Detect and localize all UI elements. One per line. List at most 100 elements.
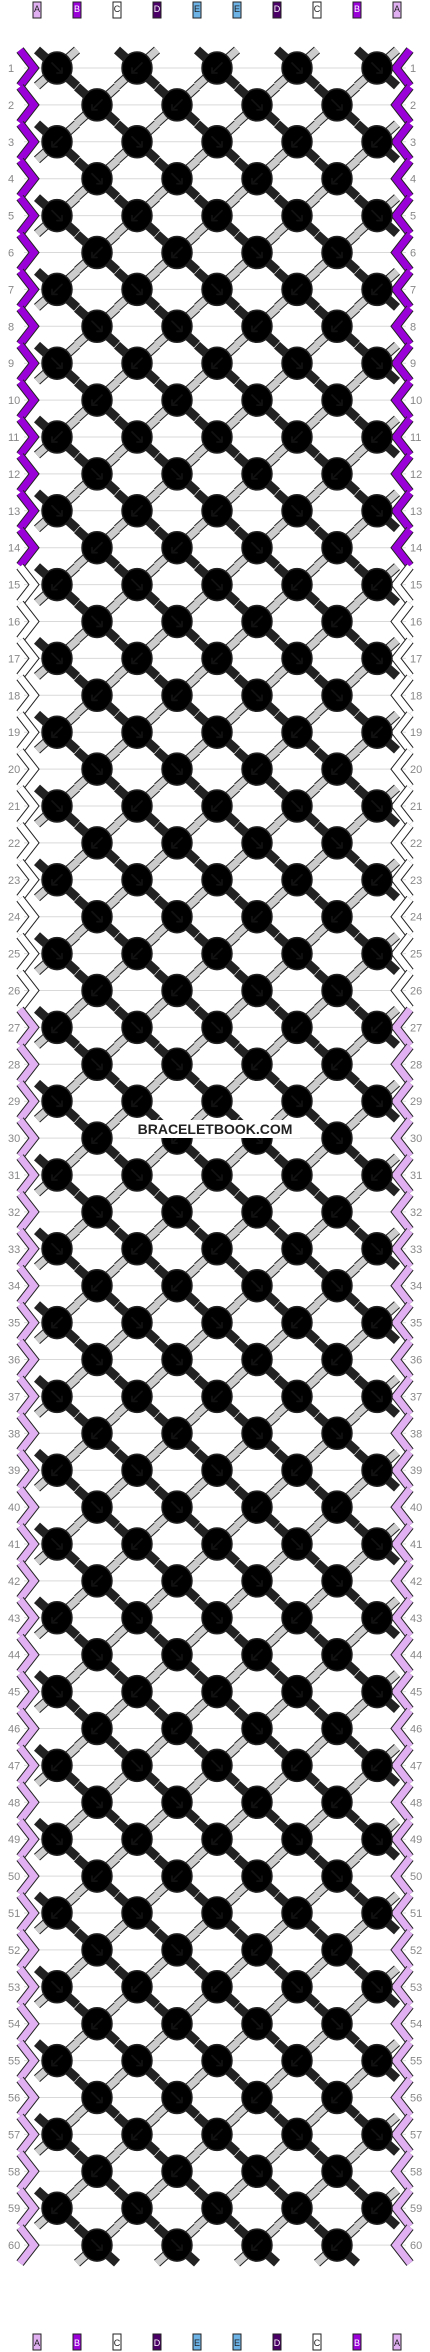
edge-thread-right [391,527,413,568]
arrow-down-right-icon [331,1132,343,1144]
row-number-right: 59 [410,2203,422,2215]
row-number-left: 41 [8,1539,20,1551]
arrow-down-right-icon [291,1685,303,1698]
arrow-down-left-icon [291,1759,303,1772]
arrow-down-left-icon [131,209,143,222]
row-number-right: 37 [410,1391,422,1403]
strand-tab [312,1,322,19]
arrow-down-right-icon [51,800,63,812]
arrow-down-right-icon [171,172,183,185]
row-number-left: 3 [8,137,14,149]
arrow-down-left-icon [91,1427,103,1440]
watermark-background [130,1120,300,1138]
arrow-down-right-icon [291,1390,303,1403]
edge-thread-left [17,1745,39,1786]
arrow-down-right-icon [51,357,63,370]
arrow-down-right-icon [131,726,143,739]
edge-thread-left [17,158,39,199]
edge-thread-left [17,2114,39,2155]
row-number-right: 11 [410,432,421,444]
row-number-left: 24 [8,912,20,924]
arrow-down-right-icon [291,357,303,370]
watermark-group: BRACELETBOOK.COM [130,1120,300,1138]
arrow-down-left-icon [211,1980,223,1993]
arrow-down-right-icon [291,209,303,222]
edge-thread-right [391,490,413,531]
arrow-down-left-icon [331,320,343,333]
row-number-left: 20 [8,764,20,776]
arrow-down-right-icon [331,689,343,702]
arrow-down-right-icon [251,1722,263,1735]
arrow-down-left-icon [131,1242,143,1255]
edge-thread-left [17,1560,39,1602]
arrow-down-left-icon [171,984,183,997]
edge-thread-left [17,1339,39,1380]
row-number-right: 17 [410,653,422,665]
edge-thread-right [391,158,413,199]
row-number-left: 9 [8,358,14,370]
edge-thread-right [391,2188,413,2229]
row-number-left: 7 [8,284,14,296]
arrow-down-right-icon [251,541,263,554]
arrow-down-left-icon [371,726,383,739]
arrow-down-left-icon [131,2128,143,2141]
row-number-left: 33 [8,1244,20,1256]
arrow-down-right-icon [51,209,63,222]
row-number-right: 36 [410,1355,422,1367]
row-number-left: 21 [8,801,20,813]
arrow-down-right-icon [171,468,183,480]
arrow-down-right-icon [91,2239,103,2251]
arrow-down-right-icon [211,1021,223,1034]
edge-thread-right [391,712,413,753]
arrow-down-left-icon [51,431,63,443]
arrow-down-left-icon [51,578,63,591]
arrow-down-left-icon [51,1316,63,1329]
arrow-down-left-icon [331,1796,343,1809]
arrow-down-left-icon [171,1575,183,1587]
arrow-down-right-icon [91,615,103,628]
row-number-right: 19 [410,727,422,739]
row-number-right: 29 [410,1096,422,1108]
row-number-right: 4 [410,174,416,186]
arrow-down-left-icon [91,689,103,702]
row-number-right: 55 [410,2056,422,2068]
arrow-down-left-icon [171,2165,183,2178]
arrow-down-right-icon [331,1575,343,1587]
arrow-down-right-icon [171,910,183,923]
arrow-down-right-icon [131,1169,143,1181]
edge-thread-right [391,1302,413,1343]
arrow-down-right-icon [251,394,263,406]
row-number-right: 50 [410,1871,422,1883]
arrow-down-left-icon [91,1575,103,1587]
arrow-down-left-icon [171,394,183,406]
arrow-down-left-icon [51,873,63,886]
arrow-down-left-icon [211,1538,223,1550]
edge-thread-right [391,195,413,236]
edge-thread-right [391,785,413,827]
arrow-down-left-icon [331,1058,343,1071]
arrow-down-right-icon [131,283,143,296]
arrow-down-left-icon [371,1759,383,1772]
arrow-down-right-icon [371,2128,383,2141]
arrow-down-left-icon [331,1353,343,1366]
arrow-down-right-icon [371,1685,383,1698]
arrow-down-left-icon [371,1021,383,1034]
arrow-down-right-icon [131,1464,143,1477]
row-number-right: 49 [410,1834,422,1846]
arrow-down-left-icon [371,2202,383,2215]
arrow-down-left-icon [131,1095,143,1108]
edge-thread-left [17,306,39,347]
edge-thread-right [391,1450,413,1491]
arrow-down-right-icon [331,837,343,849]
edge-thread-right [391,84,413,126]
arrow-down-left-icon [371,1907,383,1919]
row-number-left: 16 [8,617,20,629]
arrow-down-right-icon [371,357,383,370]
row-number-right: 48 [410,1797,422,1809]
row-number-left: 5 [8,211,14,223]
row-number-right: 54 [410,2019,422,2031]
arrow-down-right-icon [291,1538,303,1550]
arrow-down-right-icon [51,62,63,74]
row-number-left: 1 [8,63,14,75]
